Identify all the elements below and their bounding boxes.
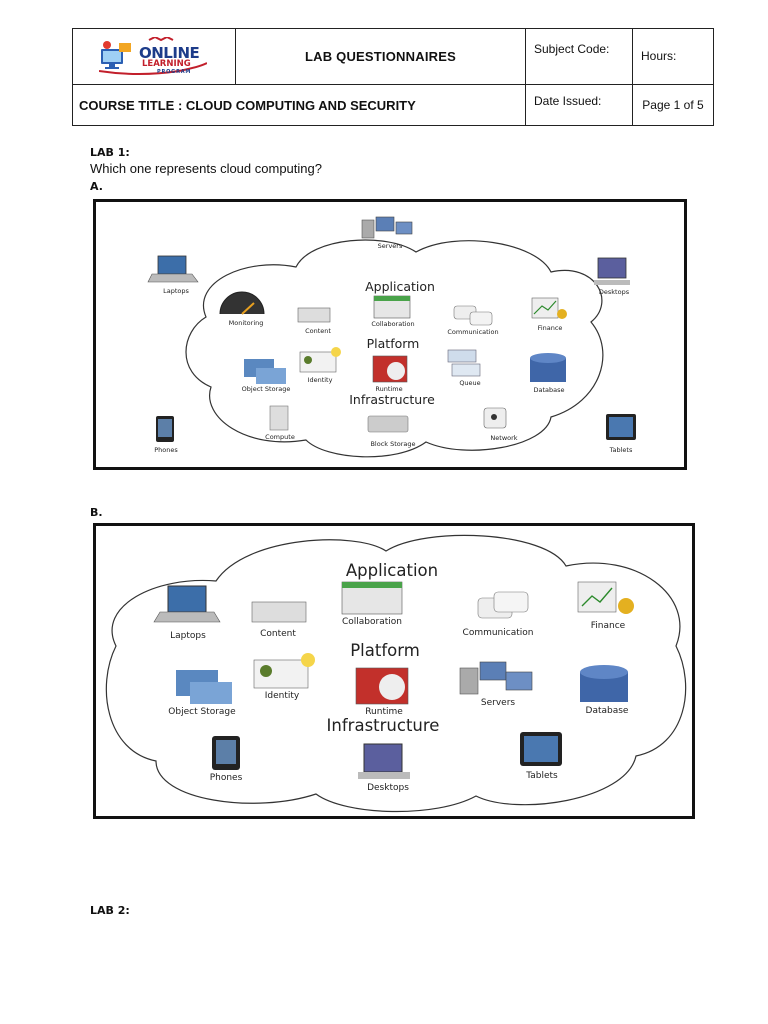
layer-platform-b: Platform [350, 641, 420, 660]
runtime-icon [355, 667, 409, 705]
phone-icon [212, 736, 240, 770]
logo-cell: ONLINE LEARNING PROGRAM [72, 28, 236, 85]
finance-chart-icon [531, 297, 567, 319]
label-content-b: Content [260, 629, 296, 639]
servers-icon [459, 661, 533, 695]
laptop-icon [153, 585, 221, 623]
desktop-icon [358, 743, 410, 779]
tablet-icon [606, 414, 636, 440]
lab1-question: Which one represents cloud computing? [90, 161, 322, 176]
layer-application-a: Application [365, 279, 435, 294]
label-servers-a: Servers [378, 242, 403, 250]
figure-a-cloud-diagram: Application Platform Infrastructure Serv… [93, 199, 687, 470]
date-issued-label: Date Issued: [525, 84, 633, 126]
database-icon [580, 665, 628, 702]
layer-platform-a: Platform [367, 336, 420, 351]
online-learning-logo: ONLINE LEARNING PROGRAM [98, 35, 208, 77]
label-collaboration-a: Collaboration [371, 320, 414, 328]
runtime-icon [372, 355, 408, 383]
database-icon [530, 353, 566, 382]
label-communication-b: Communication [463, 628, 534, 638]
layer-application-b: Application [346, 561, 438, 580]
compute-server-icon [269, 405, 289, 431]
network-icon [483, 407, 507, 429]
label-object-storage-a: Object Storage [242, 385, 291, 393]
option-a-label: A. [90, 180, 103, 193]
monitoring-gauge-icon [219, 291, 265, 315]
logo-line1: ONLINE [139, 44, 200, 62]
layer-infrastructure-b: Infrastructure [327, 716, 440, 735]
lab2-label: LAB 2: [90, 904, 130, 917]
cloud-shape-a [185, 239, 604, 458]
collaboration-icon [373, 295, 411, 319]
communication-bubbles-icon [453, 305, 493, 326]
label-database-b: Database [586, 706, 629, 716]
label-finance-a: Finance [538, 324, 563, 332]
block-storage-icon [367, 415, 409, 433]
course-title: COURSE TITLE : CLOUD COMPUTING AND SECUR… [72, 84, 526, 126]
desktop-icon [594, 257, 630, 285]
object-storage-folder-icon [176, 670, 232, 704]
label-queue-a: Queue [459, 379, 480, 387]
label-content-a: Content [305, 327, 331, 335]
label-servers-b: Servers [481, 698, 516, 708]
label-tablets-a: Tablets [609, 446, 633, 454]
communication-bubbles-icon [477, 591, 529, 619]
identity-card-icon [299, 347, 341, 373]
laptop-icon [147, 255, 199, 283]
layer-infrastructure-a: Infrastructure [349, 392, 435, 407]
label-identity-b: Identity [265, 691, 300, 701]
logo-line3: PROGRAM [157, 69, 192, 75]
label-collaboration-b: Collaboration [342, 617, 402, 627]
label-block-storage-a: Block Storage [370, 440, 415, 448]
subject-code-label: Subject Code: [525, 28, 633, 85]
label-tablets-b: Tablets [525, 771, 558, 781]
logo-icon [98, 35, 208, 75]
label-database-a: Database [533, 386, 564, 394]
document-title: LAB QUESTIONNAIRES [235, 28, 526, 85]
content-news-icon [251, 601, 307, 623]
identity-card-icon [253, 653, 315, 689]
tablet-icon [520, 732, 562, 766]
label-phones-b: Phones [210, 773, 243, 783]
content-news-icon [297, 307, 331, 323]
figure-b-cloud-diagram: Application Platform Infrastructure Lapt… [93, 523, 695, 819]
label-laptops-a: Laptops [163, 287, 189, 295]
cloud-shape-b [105, 534, 687, 813]
label-identity-a: Identity [308, 376, 333, 384]
lab1-label: LAB 1: [90, 146, 130, 159]
label-monitoring-a: Monitoring [229, 319, 264, 327]
label-desktops-a: Desktops [599, 288, 630, 296]
label-laptops-b: Laptops [170, 631, 206, 641]
collaboration-icon [341, 581, 403, 615]
finance-chart-icon [577, 581, 634, 614]
document-header: ONLINE LEARNING PROGRAM LAB QUESTIONNAIR… [72, 28, 714, 126]
servers-icon [361, 216, 413, 239]
queue-icon [447, 349, 481, 377]
option-b-label: B. [90, 506, 103, 519]
page-number: Page 1 of 5 [632, 84, 714, 126]
label-object-storage-b: Object Storage [168, 707, 236, 717]
label-runtime-b: Runtime [365, 707, 403, 717]
hours-label: Hours: [632, 28, 714, 85]
label-network-a: Network [490, 434, 517, 442]
label-runtime-a: Runtime [375, 385, 402, 393]
label-communication-a: Communication [447, 328, 498, 336]
logo-line2: LEARNING [142, 59, 191, 69]
label-desktops-b: Desktops [367, 783, 409, 793]
label-phones-a: Phones [154, 446, 178, 454]
phone-icon [156, 416, 174, 442]
label-finance-b: Finance [591, 621, 626, 631]
label-compute-a: Compute [265, 433, 295, 441]
object-storage-folder-icon [244, 359, 286, 384]
